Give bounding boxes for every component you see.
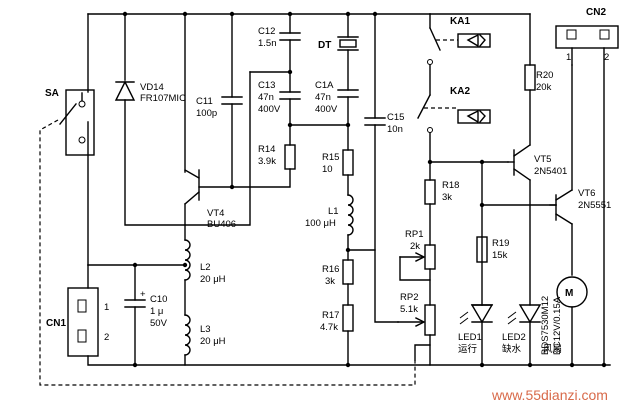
connector-cn2	[555, 25, 619, 49]
led-led2	[507, 304, 542, 325]
led2-label: LED2	[502, 332, 526, 343]
r20-label: R20	[536, 70, 553, 81]
r14-label: R14	[258, 144, 275, 155]
crystal-dt	[337, 36, 359, 51]
relay-switch-ka2	[417, 94, 491, 133]
l1-value: 100 μH	[305, 218, 336, 229]
fan-label: 风扇	[543, 343, 562, 355]
c13-label: C13	[258, 80, 275, 91]
resistor-r15	[342, 149, 354, 176]
r17-value: 4.7k	[320, 322, 338, 333]
r15-label: R15	[322, 152, 339, 163]
ka1-label: KA1	[450, 16, 470, 27]
switch-sa	[59, 89, 95, 156]
c1a-value1: 47n	[315, 92, 331, 103]
c12-value: 1.5n	[258, 38, 277, 49]
capacitor-c15	[364, 117, 386, 126]
c11-label: C11	[196, 96, 213, 107]
l1-label: L1	[328, 206, 339, 217]
vt6-label: VT6	[578, 188, 595, 199]
c10-value2: 50V	[150, 318, 168, 329]
vd14-label: VD14	[140, 82, 164, 93]
transistor-vt4	[184, 169, 233, 205]
led1-label: LED1	[458, 332, 482, 343]
cn1-pin2: 2	[104, 332, 109, 343]
r17-label: R17	[322, 310, 339, 321]
vt6-type: 2N5551	[578, 200, 611, 211]
r18-value: 3k	[442, 192, 452, 203]
c1a-value2: 400V	[315, 104, 338, 115]
r19-value: 15k	[492, 250, 508, 261]
diode-vd14	[114, 80, 136, 101]
c12-label: C12	[258, 26, 275, 37]
capacitor-c1a	[337, 89, 359, 98]
vd14-type: FR107MIC	[140, 93, 186, 104]
l3-label: L3	[200, 324, 211, 335]
r19-label: R19	[492, 238, 509, 249]
vt4-label: VT4	[207, 208, 224, 219]
dashed-link	[39, 119, 416, 386]
transistor-vt6	[549, 189, 573, 225]
rp1-label: RP1	[405, 229, 423, 240]
r16-label: R16	[322, 264, 339, 275]
vt5-type: 2N5401	[534, 166, 567, 177]
resistor-r20	[524, 64, 536, 91]
capacitor-c12	[279, 32, 301, 41]
vt5-label: VT5	[534, 154, 551, 165]
rp1-value: 2k	[410, 241, 420, 252]
ka2-label: KA2	[450, 86, 470, 97]
cn2-pin1: 1	[566, 52, 571, 63]
dt-label: DT	[318, 40, 331, 51]
resistor-r19	[476, 236, 488, 263]
sa-label: SA	[45, 88, 59, 99]
r18-label: R18	[442, 180, 459, 191]
rp2-value: 5.1k	[400, 304, 418, 315]
bottom-rail	[87, 355, 611, 366]
l3-value: 20 μH	[200, 336, 226, 347]
inductor-l3	[184, 314, 191, 356]
c15-value: 10n	[387, 124, 403, 135]
rp2-label: RP2	[400, 292, 418, 303]
svg-text:+: +	[140, 289, 146, 300]
relay-switch-ka1	[427, 27, 491, 65]
r20-value: 20k	[536, 82, 552, 93]
capacitor-c11	[221, 96, 243, 105]
connector-cn1	[67, 287, 99, 357]
fan-model: BDS7530M12	[540, 296, 551, 355]
fan-rating: DC12V/0.15A	[552, 296, 563, 355]
resistor-r17	[342, 304, 354, 332]
c13-value1: 47n	[258, 92, 274, 103]
c11-value: 100p	[196, 108, 217, 119]
r15-value: 10	[322, 164, 333, 175]
cn1-pin1: 1	[104, 302, 109, 313]
resistor-r18	[424, 179, 436, 205]
resistor-r14	[284, 144, 296, 170]
r14-value: 3.9k	[258, 156, 276, 167]
c13-value2: 400V	[258, 104, 281, 115]
led1-desc: 运行	[458, 343, 478, 355]
transistor-vt5	[507, 144, 531, 181]
inductor-l1	[347, 194, 354, 236]
l2-label: L2	[200, 262, 211, 273]
cn1-label: CN1	[46, 318, 66, 329]
inductor-l2	[184, 239, 191, 281]
cn2-pin2: 2	[604, 52, 609, 63]
cn2-label: CN2	[586, 7, 606, 18]
c1a-label: C1A	[315, 80, 334, 91]
watermark: www.55dianzi.com	[491, 387, 608, 403]
l2-value: 20 μH	[200, 274, 226, 285]
led2-desc: 缺水	[502, 343, 522, 355]
c10-value1: 1 μ	[150, 306, 163, 317]
svg-text:M: M	[565, 288, 573, 299]
led-led1	[459, 304, 494, 325]
c15-label: C15	[387, 112, 404, 123]
c10-label: C10	[150, 294, 167, 305]
r16-value: 3k	[325, 276, 335, 287]
resistor-r16	[342, 259, 354, 285]
capacitor-c13	[279, 91, 301, 100]
